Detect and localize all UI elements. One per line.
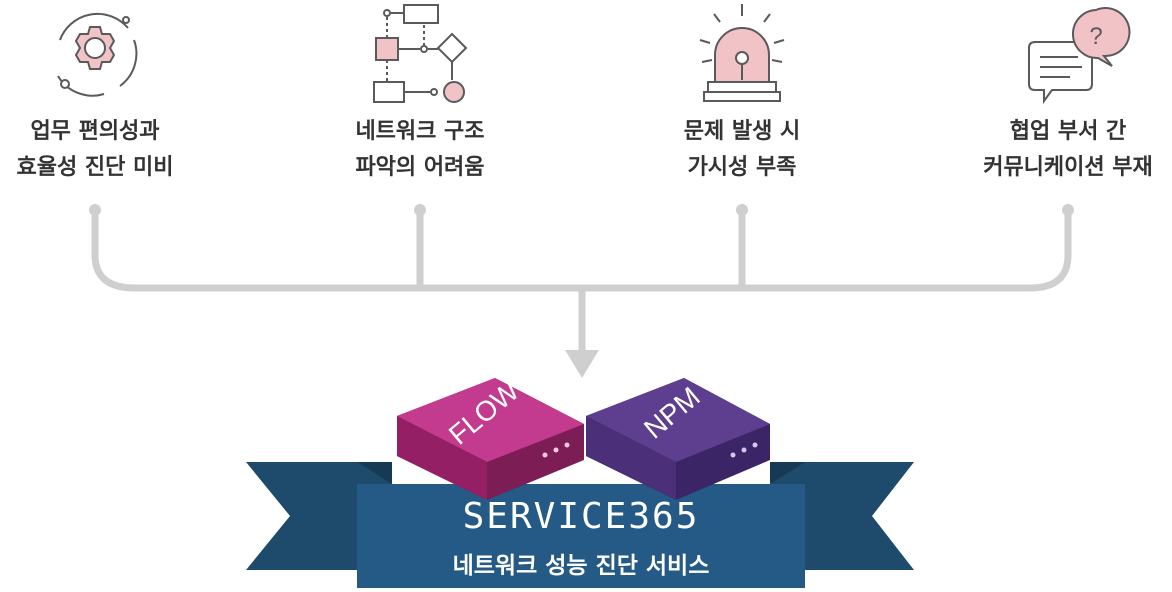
alarm-siren-icon: [699, 4, 785, 102]
ribbon-banner: [246, 462, 914, 588]
issue-3-line1: 문제 발생 시: [683, 119, 801, 144]
down-arrow: [565, 350, 599, 378]
issue-label-3: 문제 발생 시 가시성 부족: [622, 114, 862, 186]
issue-3-line2: 가시성 부족: [687, 155, 797, 180]
flow-device: FLOW: [397, 374, 584, 500]
issue-4-line2: 커뮤니케이션 부재: [983, 155, 1153, 180]
banner-subtitle: 네트워크 성능 진단 서비스: [452, 553, 710, 579]
gear-icon: [57, 12, 138, 97]
connector-dots: [89, 204, 1074, 216]
issue-2-line1: 네트워크 구조: [355, 119, 485, 144]
issue-label-4: 협업 부서 간 커뮤니케이션 부재: [948, 114, 1172, 186]
issue-4-line1: 협업 부서 간: [1009, 119, 1127, 144]
connector-lines: [91, 206, 1072, 356]
issue-label-1: 업무 편의성과 효율성 진단 미비: [0, 114, 215, 186]
flowchart-icon: [373, 4, 468, 103]
npm-device: NPM: [586, 378, 770, 500]
banner-title: SERVICE365: [462, 496, 700, 537]
issue-2-line2: 파악의 어려움: [355, 155, 485, 180]
svg-text:?: ?: [1089, 23, 1102, 50]
issue-1-line1: 업무 편의성과: [30, 119, 160, 144]
issue-1-line2: 효율성 진단 미비: [16, 155, 174, 180]
chat-question-icon: ?: [1028, 7, 1131, 105]
issue-label-2: 네트워크 구조 파악의 어려움: [300, 114, 540, 186]
